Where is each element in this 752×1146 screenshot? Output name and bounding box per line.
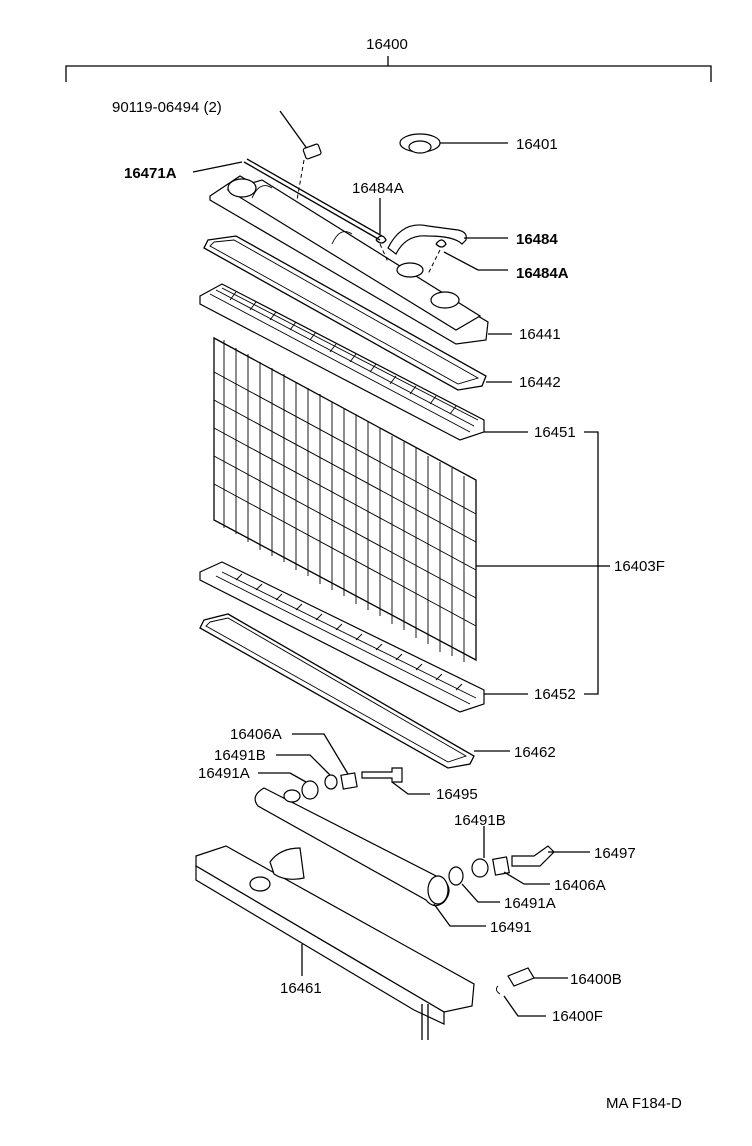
drain-cock-part [495,967,568,1017]
upper-gasket-label: 16442 [519,374,561,391]
rod-part [192,158,383,241]
right-fittings [448,826,590,903]
lower-plate-part [199,561,528,713]
nut-left-label: 16406A [230,726,282,743]
upper-tank-part [209,175,512,345]
cap-label: 16401 [516,136,558,153]
upper-plate-part [199,283,528,441]
radiator-cap-part [399,133,508,154]
core-label: 16403F [614,558,665,575]
hose-part [387,224,508,255]
radiator-core-part [213,336,598,662]
lower-clip-part [427,239,508,275]
washer-left-a-label: 16491A [198,765,250,782]
drain-gasket-label: 16400F [552,1008,603,1025]
pipe-right-label: 16497 [594,845,636,862]
upper-gasket-part [203,235,512,391]
left-fittings [258,733,430,800]
assembly-label: 16400 [366,36,408,53]
washer-left-b-label: 16491B [214,747,266,764]
pipe-left-label: 16495 [436,786,478,803]
lower-plate-label: 16452 [534,686,576,703]
bolt-label: 90119-06494 (2) [112,99,222,116]
upper-tank-label: 16441 [519,326,561,343]
lower-tank-label: 16461 [280,980,322,997]
washer-right-b-label: 16491B [454,812,506,829]
nut-right-label: 16406A [554,877,606,894]
diagram-code: MA F184-D [606,1095,682,1112]
upper-plate-label: 16451 [534,424,576,441]
clip-upper-label: 16484A [352,180,404,197]
upper-clip-part [375,198,389,263]
core-bracket [584,431,610,695]
rod-label: 16471A [124,165,177,182]
lower-gasket-part [199,613,510,769]
oil-cooler-part [254,787,486,927]
lower-tank-part [195,845,475,1040]
drain-cock-label: 16400B [570,971,622,988]
washer-right-a-label: 16491A [504,895,556,912]
hose-label: 16484 [516,231,558,248]
clip-lower-label: 16484A [516,265,569,282]
oil-cooler-label: 16491 [490,919,532,936]
lower-gasket-label: 16462 [514,744,556,761]
bolt-part [279,110,322,241]
assembly-bracket [65,56,712,82]
